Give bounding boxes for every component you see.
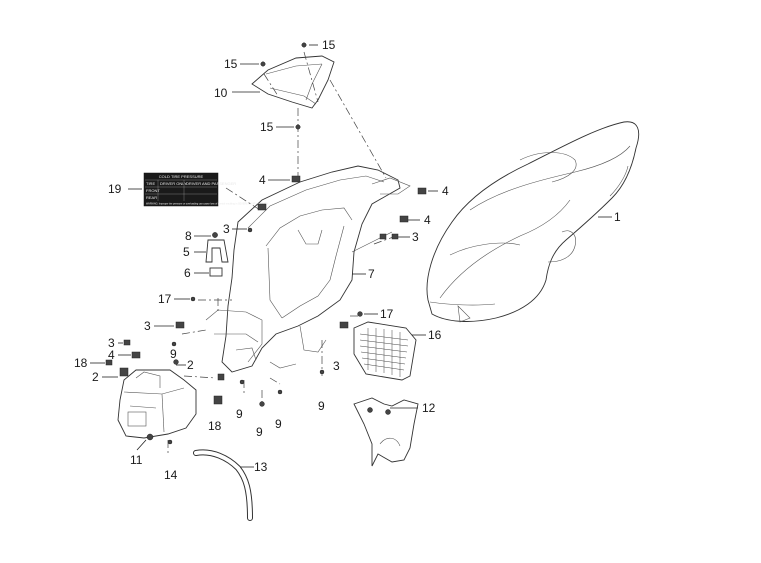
callout-19: 19 [108, 182, 122, 196]
tire-label-row-rear: REAR [146, 195, 157, 200]
callout-17: 17 [380, 307, 394, 321]
callout-15: 15 [322, 38, 336, 52]
callout-7: 7 [368, 267, 375, 281]
callout-9: 9 [275, 417, 282, 431]
callout-4: 4 [259, 173, 266, 187]
tire-label-title: COLD TIRE PRESSURE [159, 174, 204, 179]
seat-part [426, 121, 640, 323]
callout-5: 5 [183, 245, 190, 259]
storage-box-part [205, 165, 411, 373]
clip-part-6 [209, 267, 223, 277]
callout-4: 4 [442, 184, 449, 198]
callout-13: 13 [254, 460, 268, 474]
callout-3: 3 [333, 359, 340, 373]
grille-part [353, 321, 417, 381]
tire-pressure-label-part: COLD TIRE PRESSURE TIRE DRIVER ONLY DRIV… [143, 172, 269, 207]
tire-label-col-driver: DRIVER ONLY [160, 181, 187, 186]
leader-lines [90, 44, 612, 468]
storage-cover-part [251, 55, 335, 109]
callout-9: 9 [170, 347, 177, 361]
callout-9: 9 [256, 425, 263, 439]
callout-9: 9 [318, 399, 325, 413]
callout-1: 1 [614, 210, 621, 224]
callout-18: 18 [74, 356, 88, 370]
callout-2: 2 [92, 370, 99, 384]
tire-label-warning: WARNING: Improper tire pressure or overl… [146, 203, 269, 206]
callout-3: 3 [412, 230, 419, 244]
callout-3: 3 [108, 336, 115, 350]
electrical-box-part [117, 369, 197, 441]
callout-9: 9 [236, 407, 243, 421]
callout-10: 10 [214, 86, 228, 100]
callout-16: 16 [428, 328, 442, 342]
callout-8: 8 [185, 229, 192, 243]
bracket-part-5 [205, 239, 229, 263]
callout-12: 12 [422, 401, 436, 415]
callout-numbers: 15 15 10 15 19 4 4 4 3 3 8 5 6 17 7 17 1… [74, 38, 621, 482]
bracket-plate-part [353, 397, 419, 467]
callout-11: 11 [130, 453, 143, 467]
callout-15: 15 [260, 120, 274, 134]
callout-14: 14 [164, 468, 178, 482]
callout-4: 4 [108, 348, 115, 362]
callout-17: 17 [158, 292, 172, 306]
callout-4: 4 [424, 213, 431, 227]
callout-6: 6 [184, 266, 191, 280]
callout-15: 15 [224, 57, 238, 71]
tube-part [193, 449, 253, 521]
fasteners [105, 42, 427, 445]
callout-2: 2 [187, 358, 194, 372]
tire-label-col-passenger: DRIVER AND PASSENGER [186, 181, 236, 186]
tire-label-row-tire: TIRE [146, 181, 155, 186]
tire-label-row-front: FRONT [146, 188, 160, 193]
callout-18: 18 [208, 419, 222, 433]
callout-3: 3 [223, 222, 230, 236]
callout-3: 3 [144, 319, 151, 333]
